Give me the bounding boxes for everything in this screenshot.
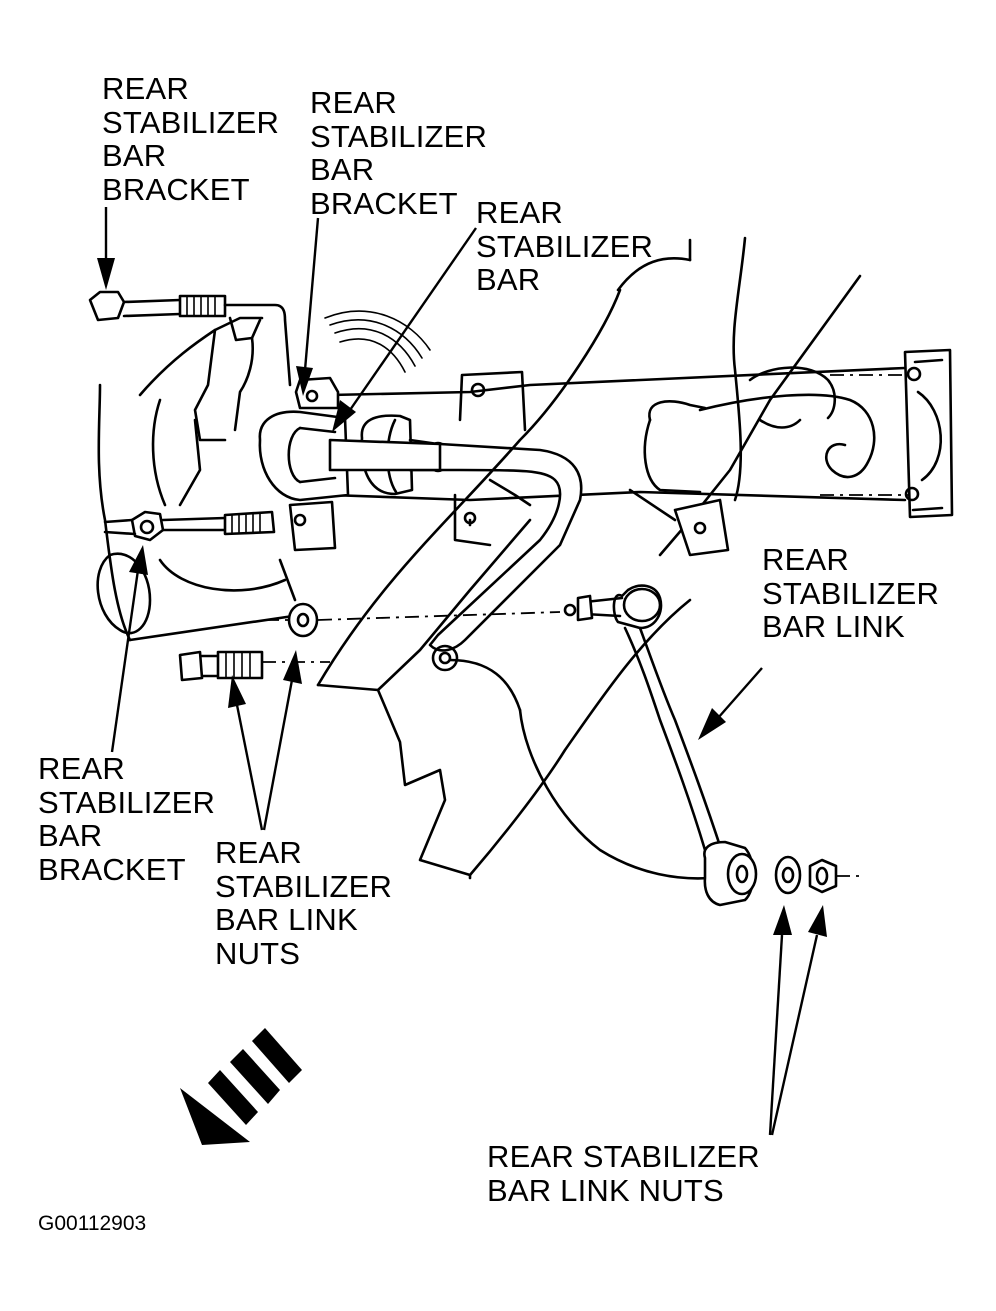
label-link-nuts-bottom: REAR STABILIZER BAR LINK NUTS [487, 1139, 760, 1208]
link-nut-left [178, 602, 561, 682]
axle-housing [328, 366, 910, 502]
stabilizer-bar-link [563, 584, 860, 907]
rear-stabilizer-bar [328, 438, 583, 672]
brake-drum [324, 310, 431, 373]
lower-control-arm [316, 236, 862, 880]
leader-arrows [97, 207, 827, 1136]
label-link-nuts-left: REAR STABILIZER BAR LINK NUTS [215, 835, 393, 971]
direction-arrow-icon [180, 1028, 302, 1145]
label-bracket-top-right: REAR STABILIZER BAR BRACKET [310, 85, 488, 221]
lower-bracket-bolt [103, 510, 276, 542]
label-bar-link: REAR STABILIZER BAR LINK [762, 542, 940, 644]
upper-bracket-bolt [88, 290, 292, 387]
figure-id: G00112903 [38, 1212, 147, 1235]
label-stabilizer-bar: REAR STABILIZER BAR [476, 195, 654, 297]
axle-end-plate [903, 348, 954, 519]
label-bracket-top-left: REAR STABILIZER BAR BRACKET [102, 71, 280, 207]
label-bracket-bottom-left: REAR STABILIZER BAR BRACKET [38, 751, 216, 887]
